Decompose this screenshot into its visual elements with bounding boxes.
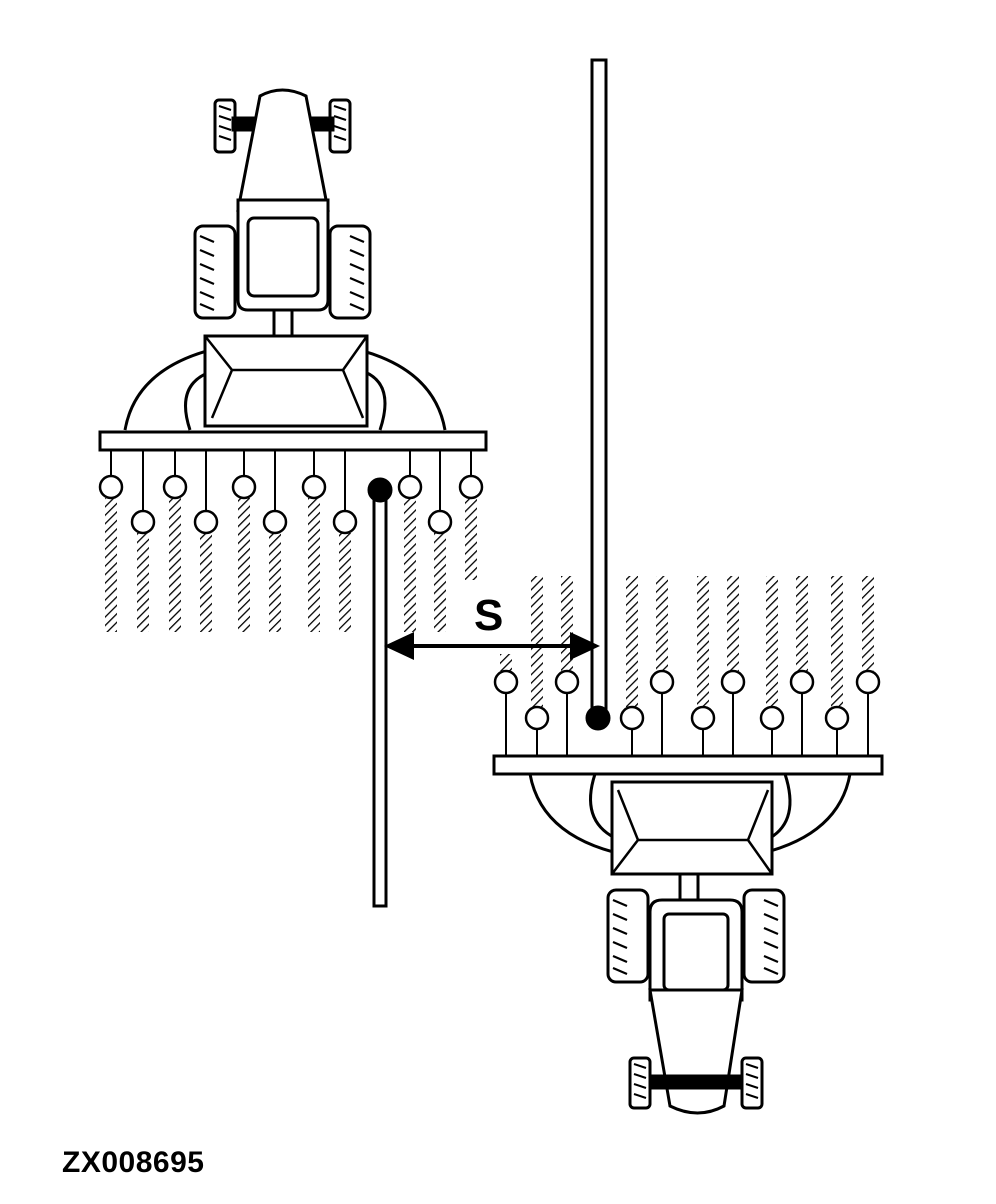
seed-row-strip (308, 498, 320, 632)
upper-coulter-row (98, 450, 484, 632)
seed-row-strip (727, 576, 739, 671)
figure-reference-code: ZX008695 (62, 1146, 205, 1179)
marker-point-upper (367, 477, 393, 503)
coulter-disc (301, 474, 327, 500)
seed-hopper (203, 334, 369, 428)
rear-wheel-left (193, 224, 237, 320)
marker-line-upper (367, 477, 393, 908)
seed-row-strip (831, 576, 843, 707)
seed-hopper (610, 780, 774, 876)
seed-row-strip (697, 576, 709, 707)
upper-seed-drill (98, 334, 488, 452)
dimension-s-label: S (474, 591, 503, 640)
front-wheel-right (740, 1056, 764, 1110)
seed-row-strip (766, 576, 778, 707)
seed-row-strip (339, 533, 351, 632)
marker-line-lower (585, 58, 611, 731)
coulter-disc (524, 705, 550, 731)
seed-row-strip (531, 576, 543, 707)
seed-row-strip (796, 576, 808, 671)
coulter-disc (130, 509, 156, 535)
coulter-disc (397, 474, 423, 500)
seed-row-strip (137, 533, 149, 632)
coulter-disc (262, 509, 288, 535)
coulter-disc (649, 669, 675, 695)
coulter-disc (824, 705, 850, 731)
tractor-hood (236, 88, 330, 212)
coulter-disc (759, 705, 785, 731)
coulter-disc (193, 509, 219, 535)
front-wheel-left (628, 1056, 652, 1110)
rear-wheel-right (742, 888, 786, 984)
coulter-disc (98, 474, 124, 500)
seed-row-strip (105, 498, 117, 632)
coulter-disc (493, 669, 519, 695)
coulter-disc (619, 705, 645, 731)
tractor-hood (648, 988, 744, 1115)
coulter-disc (690, 705, 716, 731)
seed-row-strip (404, 498, 416, 632)
coulter-disc (162, 474, 188, 500)
seed-row-strip (862, 576, 874, 671)
seed-row-strip (238, 498, 250, 632)
seed-row-strip (200, 533, 212, 632)
coulter-disc (231, 474, 257, 500)
coulter-disc (427, 509, 453, 535)
seed-row-strip (465, 498, 477, 580)
lower-coulter-row (493, 576, 881, 756)
coulter-disc (458, 474, 484, 500)
lower-tractor (606, 872, 786, 1115)
seed-row-strip (656, 576, 668, 671)
seed-row-strip (434, 533, 446, 632)
coulter-disc (554, 669, 580, 695)
coulter-disc (720, 669, 746, 695)
marker-point-lower (585, 705, 611, 731)
coulter-disc (855, 669, 881, 695)
drill-frame-bar (492, 754, 884, 776)
seed-row-strip (269, 533, 281, 632)
dimension-s-arrow (384, 632, 600, 660)
upper-tractor (193, 88, 372, 338)
seed-row-strip (169, 498, 181, 632)
seed-row-strip (500, 654, 512, 671)
drill-frame-bar (98, 430, 488, 452)
rear-wheel-right (328, 224, 372, 320)
lower-seed-drill (492, 754, 884, 876)
seed-row-strip (626, 576, 638, 707)
rear-wheel-left (606, 888, 650, 984)
coulter-disc (789, 669, 815, 695)
coulter-disc (332, 509, 358, 535)
